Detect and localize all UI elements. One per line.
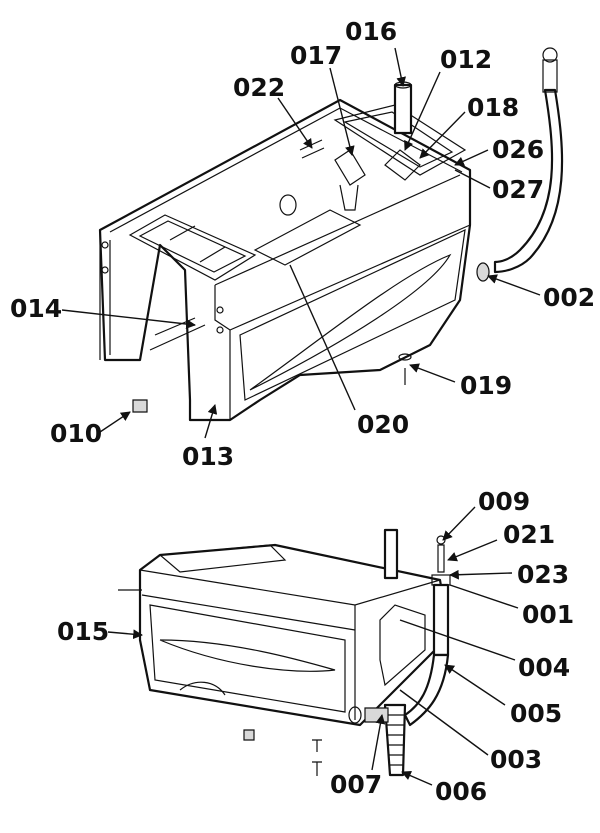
label-016: 016 xyxy=(345,17,397,46)
part-number-labels: 016 017 012 022 018 026 027 002 014 019 … xyxy=(10,17,595,806)
label-002: 002 xyxy=(543,283,595,312)
label-023: 023 xyxy=(517,560,569,589)
label-020: 020 xyxy=(357,410,409,439)
label-015: 015 xyxy=(57,617,109,646)
shaft-016 xyxy=(393,83,413,135)
label-027: 027 xyxy=(492,175,544,204)
bottom-tank-assembly xyxy=(118,528,451,777)
label-026: 026 xyxy=(492,135,544,164)
label-004: 004 xyxy=(518,653,570,682)
top-tank-assembly xyxy=(98,47,564,422)
label-003: 003 xyxy=(490,745,542,774)
label-017: 017 xyxy=(290,41,342,70)
label-018: 018 xyxy=(467,93,519,122)
tank-housing-top-view xyxy=(98,98,472,422)
label-009: 009 xyxy=(478,487,530,516)
label-012: 012 xyxy=(440,45,492,74)
vertical-pipe xyxy=(432,583,450,657)
label-013: 013 xyxy=(182,442,234,471)
label-001: 001 xyxy=(522,600,574,629)
label-019: 019 xyxy=(460,371,512,400)
label-022: 022 xyxy=(233,73,285,102)
label-005: 005 xyxy=(510,699,562,728)
label-014: 014 xyxy=(10,294,62,323)
tank-housing-bottom-view xyxy=(138,543,447,727)
fill-hose xyxy=(493,88,564,274)
label-007: 007 xyxy=(330,770,382,799)
leader-lines xyxy=(61,47,541,786)
label-021: 021 xyxy=(503,520,555,549)
foot-010 xyxy=(132,399,148,413)
label-010: 010 xyxy=(50,419,102,448)
corrugated-hose-005 xyxy=(403,653,450,727)
label-006: 006 xyxy=(435,777,487,806)
